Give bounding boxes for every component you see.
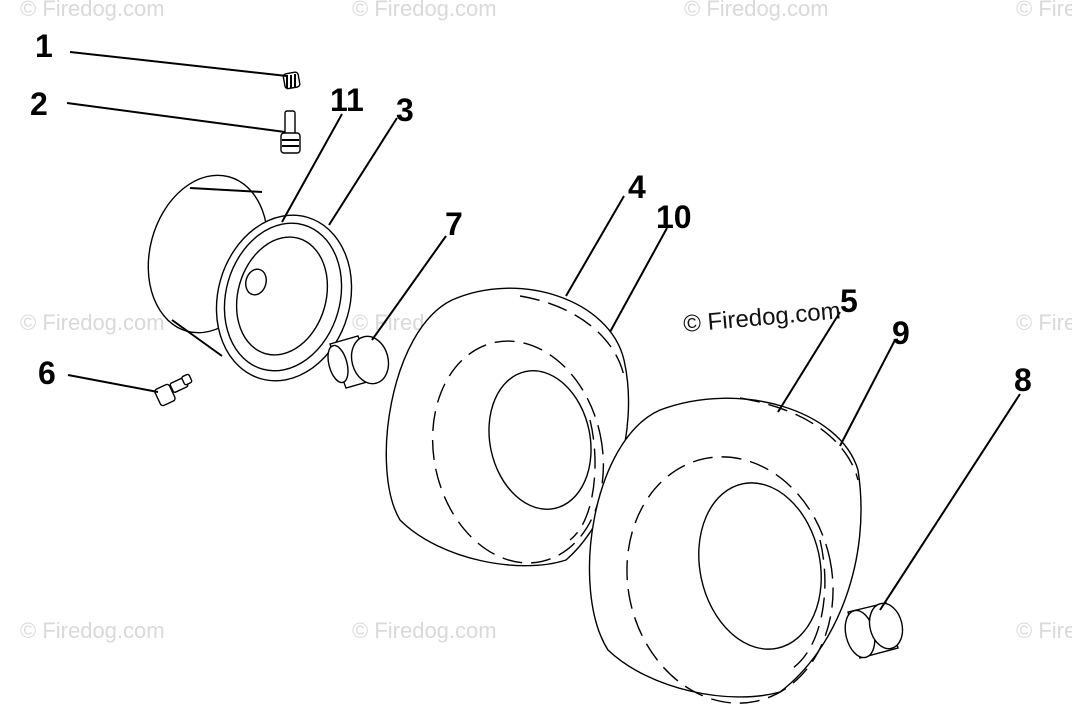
callout-labels: 1 2 11 3 7 4 10 5 9 8 6 bbox=[30, 28, 1032, 398]
part-1-valve-cap bbox=[282, 71, 301, 90]
watermark: © Firedog.com bbox=[352, 0, 497, 21]
watermark: © Firedog.com bbox=[352, 618, 497, 643]
part-4-front-tire bbox=[385, 287, 630, 567]
callout-2: 2 bbox=[30, 86, 48, 122]
watermark: © Firedog.com bbox=[20, 618, 165, 643]
part-6-grease-fitting bbox=[154, 373, 193, 407]
part-7-bushing bbox=[327, 335, 390, 389]
callout-4: 4 bbox=[628, 169, 646, 205]
watermark: © Firedog.com bbox=[20, 0, 165, 21]
part-8-hub-cap bbox=[844, 602, 904, 659]
watermark: © Firedog.com bbox=[684, 0, 829, 21]
part-2-valve-stem bbox=[280, 110, 301, 154]
part-3-wheel-rim bbox=[147, 174, 353, 382]
callout-9: 9 bbox=[892, 315, 910, 351]
part-5-rear-tire bbox=[588, 397, 862, 704]
callout-10: 10 bbox=[656, 199, 692, 235]
callout-11: 11 bbox=[330, 82, 364, 118]
callout-7: 7 bbox=[445, 206, 463, 242]
callout-8: 8 bbox=[1014, 362, 1032, 398]
callout-3: 3 bbox=[396, 92, 414, 128]
watermark: © Firedog.com bbox=[1016, 310, 1072, 335]
watermark: © Firedog.com bbox=[1016, 0, 1072, 21]
leader-lines bbox=[66, 51, 1021, 611]
watermark: © Firedog.com bbox=[1016, 618, 1072, 643]
callout-6: 6 bbox=[38, 355, 56, 391]
watermark-prominent: © Firedog.com bbox=[682, 297, 841, 338]
callout-1: 1 bbox=[35, 28, 53, 64]
callout-5: 5 bbox=[840, 283, 858, 319]
watermark: © Firedog.com bbox=[20, 310, 165, 335]
